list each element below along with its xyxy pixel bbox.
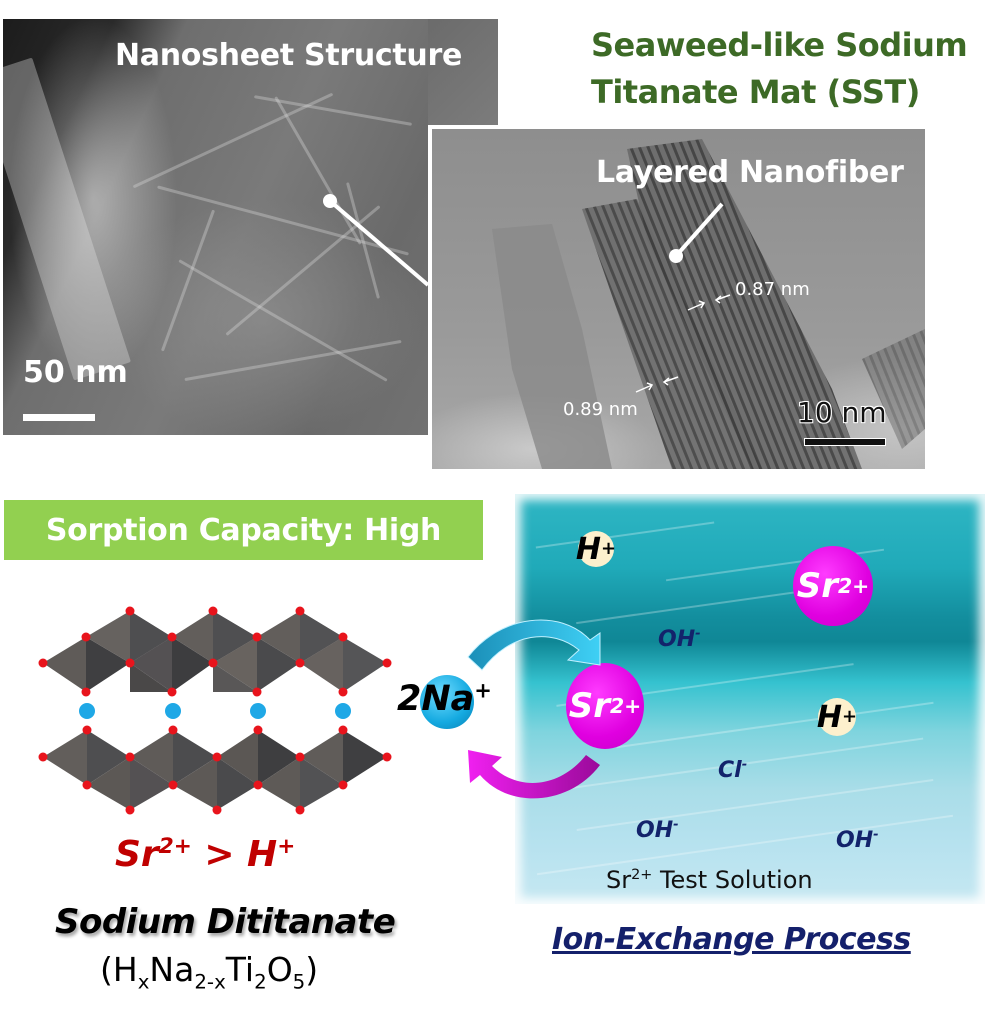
arrow-right-icon (635, 382, 654, 393)
tem-annotations (635, 202, 731, 393)
spacing-label-087: 0.87 nm (735, 279, 810, 300)
hydrogen-ion-1: H+ (575, 531, 617, 567)
material-name: Sodium Dititanate (55, 902, 396, 942)
figure-title-line2: Titanate Mat (SST) (591, 73, 920, 111)
tem-scale-bar-label: 10 nm (797, 396, 887, 429)
arrow-right-icon (687, 300, 706, 311)
test-solution-label: Sr2+ Test Solution (606, 866, 813, 894)
exchange-arrows (467, 619, 601, 799)
oxygen-atoms (38, 606, 392, 815)
hydroxide-ion-2: OH- (636, 817, 679, 843)
sodium-ion-sphere (420, 675, 474, 729)
spacing-arrows-089 (635, 376, 679, 393)
hydroxide-ion-3: OH- (836, 827, 879, 853)
selectivity-label: Sr2+ > H+ (115, 834, 296, 875)
arrow-left-icon (662, 376, 679, 386)
spacing-label-089: 0.89 nm (563, 399, 638, 420)
octahedral-layer-structure-icon (38, 606, 392, 815)
callout-dot-icon (323, 194, 337, 208)
sem-callout (323, 194, 430, 287)
bottom-titanate-layer (43, 730, 387, 810)
callout-dot-icon (669, 249, 683, 263)
sodium-ion-label: 2Na+ (397, 678, 492, 719)
spacing-arrows-087 (687, 294, 731, 311)
sem-callout-line (328, 199, 430, 287)
sorption-capacity-badge: Sorption Capacity: High (4, 500, 483, 560)
arrow-in-icon (467, 619, 601, 671)
tem-lattice-fringes (492, 139, 925, 469)
arrow-left-icon (714, 294, 731, 304)
figure-title-line1: Seaweed-like Sodium (591, 26, 968, 64)
chemical-formula: (HxNa2-xTi2O5) (100, 950, 319, 994)
tem-scale-bar (804, 438, 886, 446)
tem-label: Layered Nanofiber (596, 155, 904, 190)
process-title: Ion-Exchange Process (552, 922, 911, 957)
sem-micrograph-edge (428, 19, 498, 125)
sem-scale-bar (23, 414, 95, 421)
sem-micrograph (3, 19, 428, 435)
chloride-ion: Cl- (718, 757, 748, 783)
sem-scale-bar-label: 50 nm (23, 355, 128, 390)
hydroxide-ion-1: OH- (658, 626, 701, 652)
figure-title: Seaweed-like Sodium Titanate Mat (SST) (591, 22, 968, 116)
sem-label: Nanosheet Structure (115, 38, 463, 73)
tem-callout-line (674, 202, 724, 258)
arrow-out-icon (468, 750, 600, 799)
hydrogen-ion-2: H+ (816, 698, 858, 736)
sodium-interlayer-ions (79, 703, 351, 719)
tem-micrograph (432, 129, 925, 469)
top-titanate-layer (43, 611, 387, 692)
